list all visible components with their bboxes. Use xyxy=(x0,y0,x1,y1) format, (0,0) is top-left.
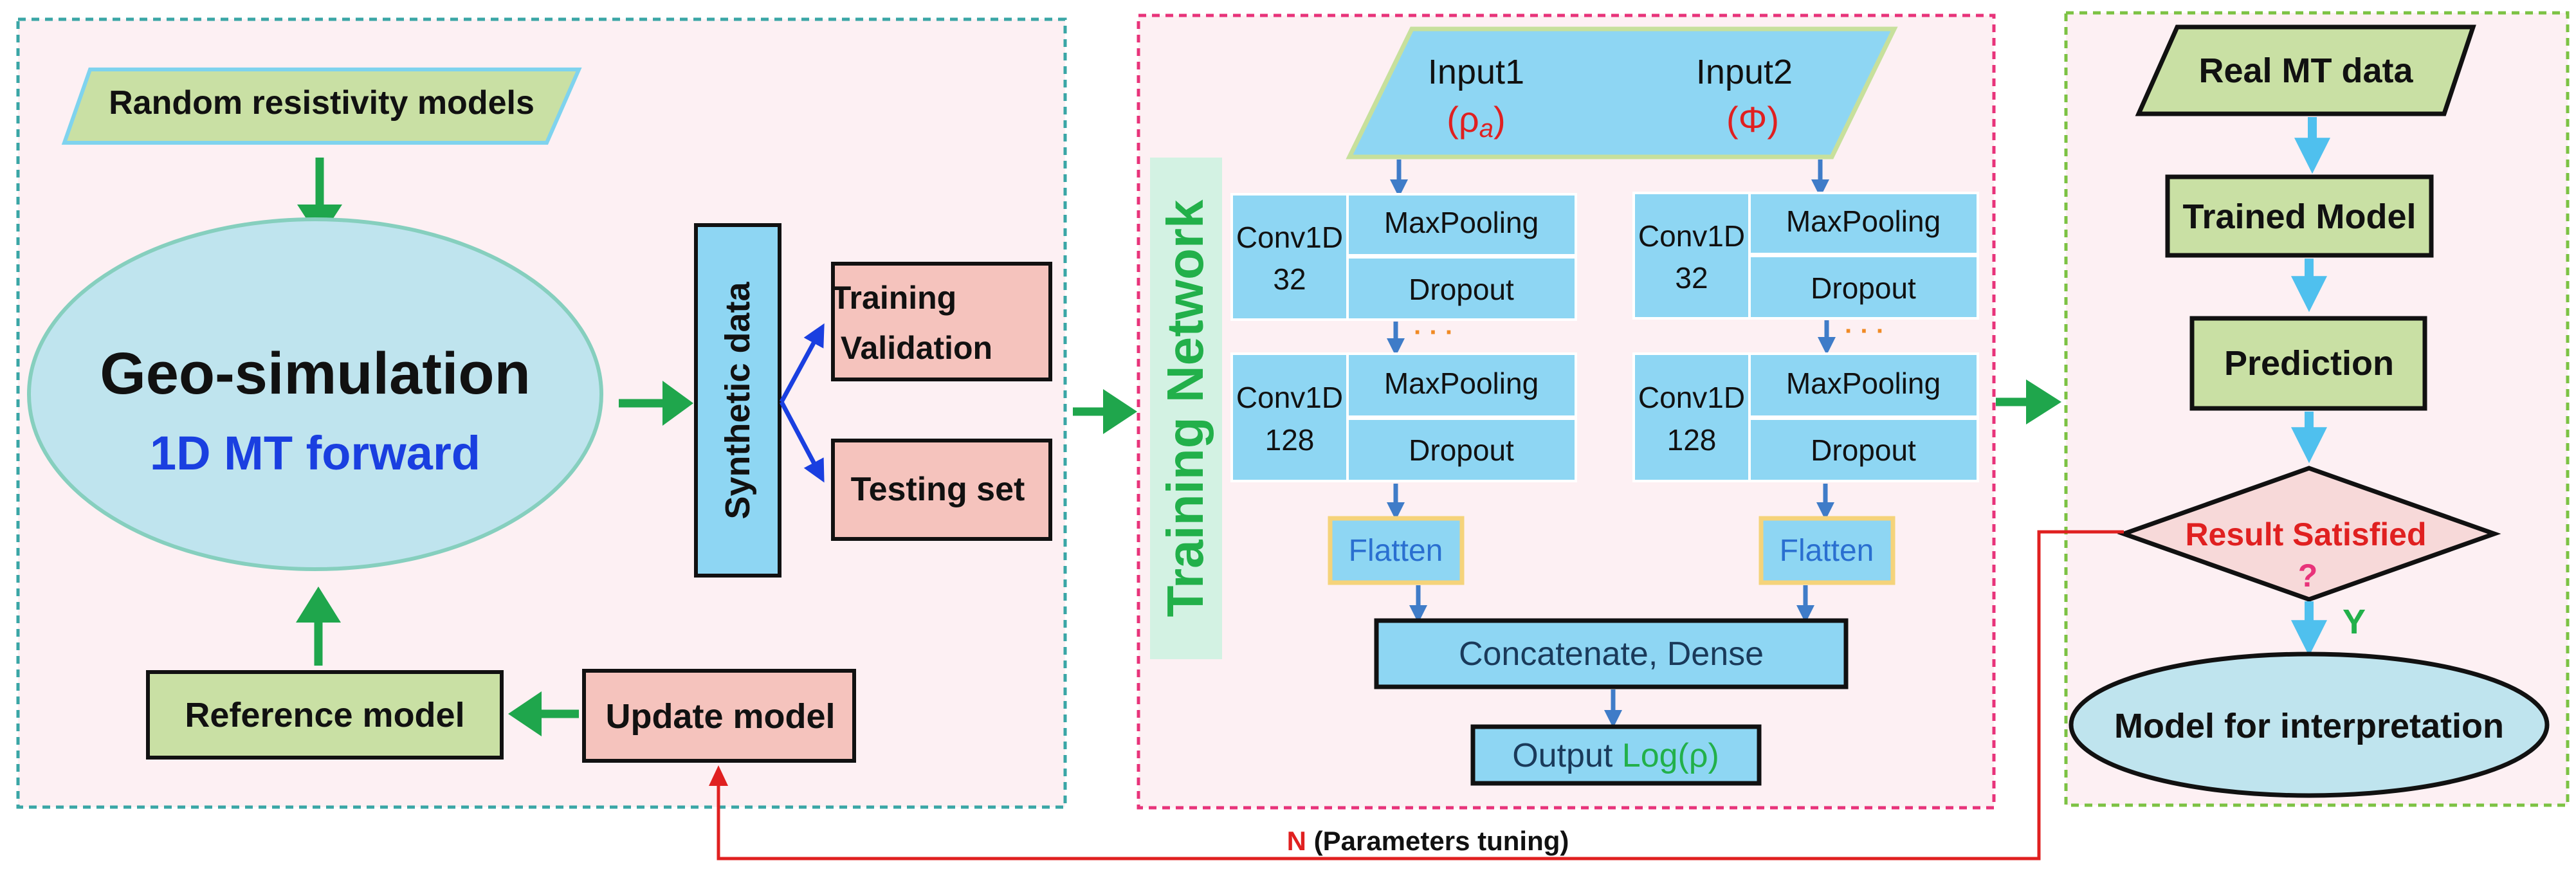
yes-label: Y xyxy=(2343,603,2366,641)
left-conv2-filters: 128 xyxy=(1265,423,1315,457)
feedback-n: N xyxy=(1287,826,1306,856)
right-branch: Conv1D 32 MaxPooling Dropout · · · Conv1… xyxy=(1632,192,1979,623)
left-ellipsis: · · · xyxy=(1414,318,1454,347)
left-conv1-label: Conv1D xyxy=(1236,221,1343,254)
prediction-box xyxy=(2189,316,2427,411)
arrow-network-to-application xyxy=(1996,379,2061,424)
concatenate-dense-label: Concatenate, Dense xyxy=(1459,635,1764,673)
training-network-title-bg xyxy=(1150,158,1222,659)
split-arrows xyxy=(779,323,825,483)
update-model-box xyxy=(582,669,856,763)
left-branch: Conv1D 32 MaxPooling Dropout · · · Conv1… xyxy=(1230,193,1577,623)
testing-set-box xyxy=(831,439,1052,541)
feedback-label: N (Parameters tuning) xyxy=(1287,826,1569,856)
reference-model-box xyxy=(146,670,504,760)
phi-label: (Φ) xyxy=(1726,99,1779,140)
real-mt-data-shape xyxy=(2135,24,2476,116)
right-ellipsis: · · · xyxy=(1845,317,1885,345)
right-flatten-label: Flatten xyxy=(1780,534,1874,568)
interpretation-ellipse xyxy=(2069,651,2550,798)
synthetic-data-label: Synthetic data xyxy=(718,281,757,519)
trained-model-box xyxy=(2165,174,2434,258)
right-maxpool2-label: MaxPooling xyxy=(1786,367,1941,400)
output-label: Output Log(ρ) xyxy=(1512,737,1719,774)
real-mt-data-label: Real MT data xyxy=(2198,51,2413,90)
arrow-reference-to-sim xyxy=(296,587,341,666)
input1-label: Input1 xyxy=(1428,53,1524,91)
input-parallelogram xyxy=(1346,26,1898,159)
right-conv1-filters: 32 xyxy=(1675,261,1708,295)
training-label: Training xyxy=(832,280,956,316)
rho-a-label: (ρa) xyxy=(1447,99,1505,143)
right-conv2-label: Conv1D xyxy=(1638,381,1745,414)
update-model-label: Update model xyxy=(605,697,835,736)
left-maxpool1-label: MaxPooling xyxy=(1384,206,1539,239)
synthetic-data-box xyxy=(694,223,781,578)
interpretation-label: Model for interpretation xyxy=(2114,707,2504,745)
right-conv1-label: Conv1D xyxy=(1638,219,1745,253)
geo-simulation-title: Geo-simulation xyxy=(100,341,531,406)
left-dropout2-label: Dropout xyxy=(1409,433,1514,467)
right-conv2-filters: 128 xyxy=(1667,423,1717,457)
arrow-update-to-reference xyxy=(508,691,579,736)
feedback-tuning: (Parameters tuning) xyxy=(1306,826,1569,856)
left-flatten-box xyxy=(1328,516,1465,585)
validation-label: Validation xyxy=(841,330,992,366)
geo-simulation-ellipse xyxy=(27,217,603,571)
prediction-label: Prediction xyxy=(2224,344,2394,383)
random-models-label: Random resistivity models xyxy=(109,84,534,122)
arrow-sim-to-synthetic xyxy=(619,381,693,426)
training-network-title: Training Network xyxy=(1156,199,1214,617)
arrow-data-to-network xyxy=(1073,389,1137,434)
question-mark: ? xyxy=(2298,558,2318,594)
result-satisfied-label: Result Satisfied xyxy=(2185,516,2426,552)
right-flatten-box xyxy=(1758,516,1895,585)
output-box xyxy=(1470,724,1762,786)
rho-subscript: a xyxy=(1479,114,1494,143)
result-decision-diamond xyxy=(2117,466,2501,602)
forward-model-subtitle: 1D MT forward xyxy=(150,426,480,480)
output-value: Log(ρ) xyxy=(1622,737,1719,774)
random-models-shape xyxy=(61,68,582,145)
left-flatten-label: Flatten xyxy=(1349,534,1443,568)
right-maxpool1-label: MaxPooling xyxy=(1786,205,1941,238)
feedback-line xyxy=(717,530,2124,860)
left-dropout1-label: Dropout xyxy=(1409,273,1514,306)
trained-model-label: Trained Model xyxy=(2182,197,2416,236)
reference-model-label: Reference model xyxy=(185,696,464,734)
left-conv2-label: Conv1D xyxy=(1236,381,1343,414)
feedback-arrowhead xyxy=(709,765,728,786)
training-validation-box xyxy=(831,262,1052,381)
rho-close: ) xyxy=(1494,99,1506,140)
testing-set-label: Testing set xyxy=(851,471,1025,508)
right-dropout1-label: Dropout xyxy=(1811,271,1916,305)
left-conv1-filters: 32 xyxy=(1273,262,1306,296)
rho-text: (ρ xyxy=(1447,99,1479,140)
concatenate-dense-box xyxy=(1374,618,1849,689)
left-maxpool2-label: MaxPooling xyxy=(1384,367,1539,400)
input2-label: Input2 xyxy=(1696,53,1793,91)
output-prefix: Output xyxy=(1512,737,1622,774)
right-dropout2-label: Dropout xyxy=(1811,433,1916,467)
